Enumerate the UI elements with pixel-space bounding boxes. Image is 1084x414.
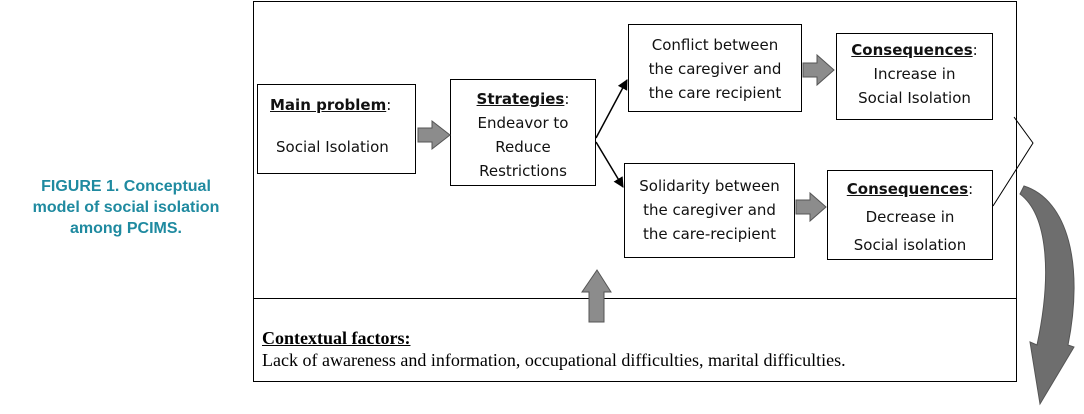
strategies-colon: :	[564, 90, 570, 108]
main-problem-title: Main problem	[270, 96, 387, 114]
consequence-decrease-colon: :	[968, 180, 974, 198]
solidarity-line-1: Solidarity between	[639, 177, 780, 195]
strategies-line-3: Restrictions	[479, 162, 567, 180]
figure-caption: FIGURE 1. Conceptual model of social iso…	[14, 176, 238, 239]
consequence-increase-line-2: Social Isolation	[858, 89, 971, 107]
consequence-decrease-line-1: Decrease in	[865, 208, 955, 226]
consequence-increase-title: Consequences	[851, 41, 973, 59]
strategies-title: Strategies	[476, 90, 565, 108]
strategies-line-1: Endeavor to	[477, 114, 569, 132]
main-problem-text: Social Isolation	[276, 138, 389, 156]
main-problem-colon: :	[386, 96, 392, 114]
consequence-increase-box: Consequences: Increase in Social Isolati…	[836, 33, 993, 120]
strategies-box: Strategies: Endeavor to Reduce Restricti…	[450, 79, 596, 186]
conflict-line-3: the care recipient	[648, 84, 782, 102]
conflict-line-1: Conflict between	[651, 36, 779, 54]
conflict-box: Conflict between the caregiver and the c…	[628, 24, 802, 112]
contextual-divider	[253, 298, 1017, 299]
strategies-line-2: Reduce	[495, 138, 551, 156]
contextual-title: Contextual factors:	[262, 328, 411, 348]
consequence-increase-colon: :	[972, 41, 978, 59]
caption-line-1: FIGURE 1. Conceptual	[41, 178, 211, 195]
solidarity-box: Solidarity between the caregiver and the…	[624, 163, 795, 258]
feedback-curved-arrow	[1019, 185, 1075, 406]
contextual-text: Lack of awareness and information, occup…	[262, 350, 846, 370]
consequence-increase-line-1: Increase in	[873, 65, 956, 83]
consequence-decrease-title: Consequences	[846, 180, 969, 198]
main-problem-box: Main problem: Social Isolation	[257, 84, 416, 174]
caption-line-3: among PCIMS.	[69, 220, 182, 237]
caption-line-2: model of social isolation	[32, 199, 220, 216]
consequence-decrease-box: Consequences: Decrease in Social isolati…	[827, 170, 993, 260]
solidarity-line-3: the care-recipient	[642, 225, 777, 243]
contextual-factors: Contextual factors: Lack of awareness an…	[262, 327, 1012, 371]
conflict-line-2: the caregiver and	[648, 60, 782, 78]
consequence-decrease-line-2: Social isolation	[853, 236, 967, 254]
solidarity-line-2: the caregiver and	[643, 201, 776, 219]
